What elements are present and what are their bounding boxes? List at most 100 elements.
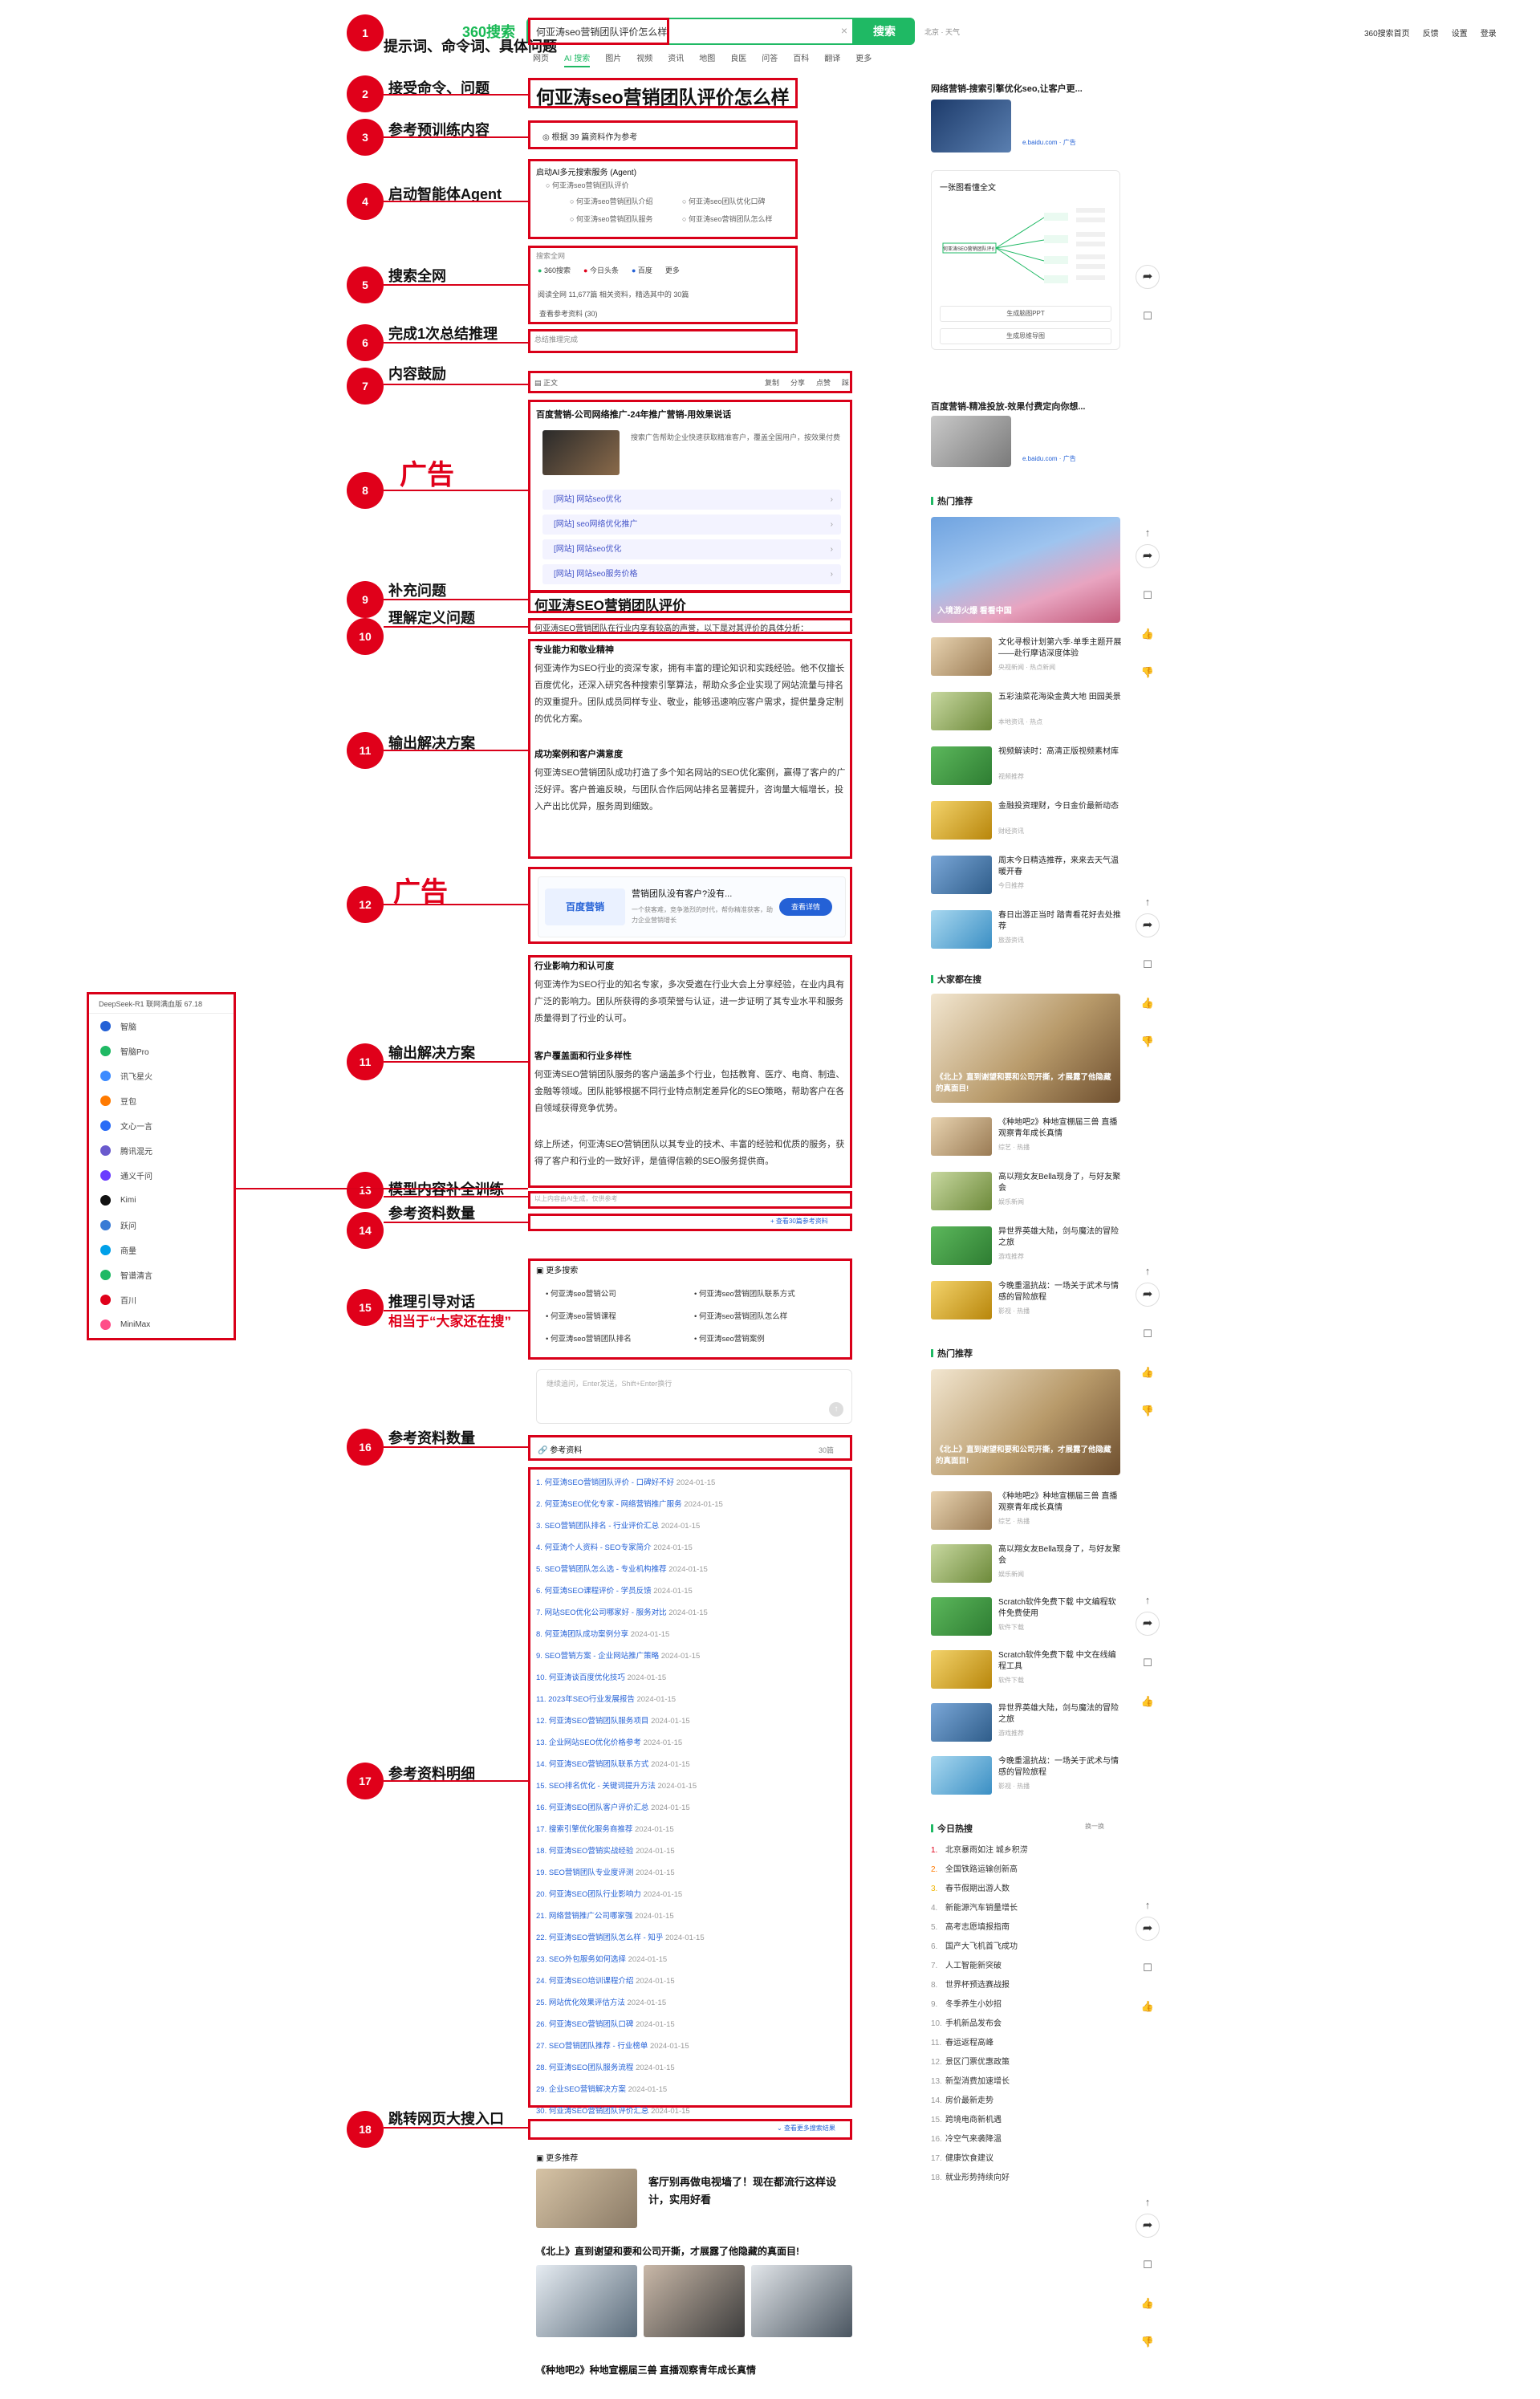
news-thumbnail[interactable] bbox=[931, 910, 992, 949]
rec-image-1[interactable] bbox=[536, 2169, 637, 2228]
news-title[interactable]: 异世界英雄大陆，剑与魔法的冒险之旅 bbox=[998, 1704, 1119, 1724]
up-arrow-icon-6[interactable]: ↑ bbox=[1144, 2196, 1151, 2208]
right-ad-card-1[interactable]: 网络营销-搜索引擎优化seo,让客户更... bbox=[931, 82, 1124, 95]
toolbar-like[interactable]: 点赞 bbox=[815, 379, 831, 387]
news-title[interactable]: 高以翔女友Bella现身了，与好友聚会 bbox=[998, 1173, 1121, 1193]
model-item[interactable]: 智脑Pro bbox=[89, 1039, 234, 1063]
bookmark-icon-4[interactable]: ☐ bbox=[1143, 1328, 1152, 1340]
ad1-title[interactable]: 百度营销-公司网络推广-24年推广营销-用效果说话 bbox=[536, 410, 732, 420]
dislike-icon-2[interactable]: 👎 bbox=[1140, 1035, 1155, 1047]
weather-info[interactable]: 北京 · 天气 bbox=[924, 28, 960, 36]
more-search-item-3[interactable]: • 何亚涛seo营销课程 bbox=[546, 1312, 616, 1321]
news-title[interactable]: 五彩油菜花海染金黄大地 田园美景 bbox=[998, 693, 1121, 701]
ref-item[interactable]: 6. 何亚涛SEO课程评价 - 学员反馈 2024-01-15 bbox=[536, 1580, 849, 1602]
today-item[interactable]: 1.北京暴雨如注 城乡积涝 bbox=[931, 1841, 1124, 1860]
news-thumbnail[interactable] bbox=[931, 1281, 992, 1319]
today-item[interactable]: 14.房价最新走势 bbox=[931, 2092, 1124, 2111]
hot-image[interactable] bbox=[931, 517, 1120, 623]
mindmap-gen-button[interactable]: 生成思维导图 bbox=[940, 328, 1111, 344]
more-search-item-5[interactable]: • 何亚涛seo营销团队排名 bbox=[546, 1335, 632, 1344]
more-search-item-2[interactable]: • 何亚涛seo营销团队联系方式 bbox=[694, 1290, 795, 1299]
news-thumbnail[interactable] bbox=[931, 1172, 992, 1210]
ref-item[interactable]: 17. 搜索引擎优化服务商推荐 2024-01-15 bbox=[536, 1819, 849, 1840]
model-panel-header[interactable]: DeepSeek-R1 联网满血版 67.18 bbox=[89, 994, 234, 1014]
today-item[interactable]: 15.跨境电商新机遇 bbox=[931, 2111, 1124, 2130]
top-link-login[interactable]: 登录 bbox=[1480, 30, 1497, 39]
ref-item[interactable]: 21. 网络营销推广公司哪家强 2024-01-15 bbox=[536, 1905, 849, 1927]
model-item[interactable]: Kimi bbox=[89, 1188, 234, 1213]
hot2-image[interactable] bbox=[931, 1369, 1120, 1475]
up-arrow-icon-2[interactable]: ↑ bbox=[1144, 896, 1151, 908]
source-more[interactable]: 更多 bbox=[664, 266, 680, 274]
news-item[interactable]: 五彩油菜花海染金黄大地 田园美景本地资讯 · 热点 bbox=[931, 692, 1124, 732]
news-thumbnail[interactable] bbox=[931, 746, 992, 785]
news-title[interactable]: 周末今日精选推荐，来来去天气温暖开春 bbox=[998, 856, 1119, 876]
news-title[interactable]: 金融投资理财，今日金价最新动态 bbox=[998, 802, 1119, 811]
up-arrow-icon-3[interactable]: ↑ bbox=[1144, 1265, 1151, 1277]
news-thumbnail[interactable] bbox=[931, 1491, 992, 1530]
today-item[interactable]: 2.全国铁路运输创新高 bbox=[931, 1860, 1124, 1880]
news-title[interactable]: 异世界英雄大陆，剑与魔法的冒险之旅 bbox=[998, 1227, 1119, 1247]
ref-item[interactable]: 11. 2023年SEO行业发展报告 2024-01-15 bbox=[536, 1689, 849, 1710]
dislike-icon-3[interactable]: 👎 bbox=[1140, 1405, 1155, 1417]
up-arrow-icon-5[interactable]: ↑ bbox=[1144, 1899, 1151, 1911]
news-item[interactable]: 文化寻根计划第六季·单季主题开展——赴行摩诘深度体验央视新闻 · 热点新闻 bbox=[931, 637, 1124, 677]
today-item[interactable]: 18.就业形势持续向好 bbox=[931, 2169, 1124, 2188]
news-thumbnail[interactable] bbox=[931, 1597, 992, 1636]
toolbar-dislike[interactable]: 踩 bbox=[841, 379, 849, 387]
ref-item[interactable]: 27. SEO营销团队推荐 - 行业榜单 2024-01-15 bbox=[536, 2035, 849, 2057]
news-title[interactable]: 高以翔女友Bella现身了，与好友聚会 bbox=[998, 1545, 1121, 1565]
ref-item[interactable]: 26. 何亚涛SEO营销团队口碑 2024-01-15 bbox=[536, 2014, 849, 2035]
today-item[interactable]: 5.高考志愿填报指南 bbox=[931, 1918, 1124, 1937]
news-thumbnail[interactable] bbox=[931, 637, 992, 676]
news-title[interactable]: 视频解读时：高清正版视频素材库 bbox=[998, 747, 1119, 756]
ref-item[interactable]: 16. 何亚涛SEO团队客户评价汇总 2024-01-15 bbox=[536, 1797, 849, 1819]
ref-item[interactable]: 24. 何亚涛SEO培训课程介绍 2024-01-15 bbox=[536, 1970, 849, 1992]
ad2-title[interactable]: 营销团队没有客户?没有... bbox=[632, 889, 733, 899]
like-icon-2[interactable]: 👍 bbox=[1140, 997, 1155, 1009]
ad2-logo[interactable]: 百度营销 bbox=[545, 888, 625, 925]
more-search-item-6[interactable]: • 何亚涛seo营销案例 bbox=[694, 1335, 765, 1344]
ref-count-button[interactable]: + 查看30篇参考资料 bbox=[770, 1218, 828, 1225]
ad1-thumbnail[interactable] bbox=[542, 430, 620, 475]
today-item[interactable]: 13.新型消费加速增长 bbox=[931, 2072, 1124, 2092]
today-item[interactable]: 8.世界杯预选赛战报 bbox=[931, 1976, 1124, 1995]
news-title[interactable]: 今晚重温抗战：一场关于武术与情感的冒险旅程 bbox=[998, 1282, 1119, 1302]
model-item[interactable]: 智脑 bbox=[89, 1014, 234, 1039]
tab-video[interactable]: 视频 bbox=[636, 55, 653, 63]
rec-item-3[interactable]: 《种地吧2》种地宣棚届三兽 直播观察青年成长真情 bbox=[536, 2364, 757, 2376]
clear-icon[interactable]: × bbox=[840, 24, 847, 37]
today-item[interactable]: 9.冬季养生小妙招 bbox=[931, 1995, 1124, 2015]
ad1-row-2[interactable]: [网站] seo网络优化推广 bbox=[542, 514, 841, 535]
news-thumbnail[interactable] bbox=[931, 1544, 992, 1583]
like-icon-6[interactable]: 👍 bbox=[1140, 2297, 1155, 2309]
ref-item[interactable]: 5. SEO营销团队怎么选 - 专业机构推荐 2024-01-15 bbox=[536, 1559, 849, 1580]
news-item[interactable]: 《种地吧2》种地宣棚届三兽 直播观察青年成长真情综艺 · 热播 bbox=[931, 1491, 1124, 1531]
today-item[interactable]: 10.手机新品发布会 bbox=[931, 2015, 1124, 2034]
site-logo[interactable]: 360搜索 bbox=[462, 24, 516, 40]
model-item[interactable]: 腾讯混元 bbox=[89, 1138, 234, 1163]
rec-image-3[interactable] bbox=[644, 2265, 745, 2337]
today-item[interactable]: 3.春节假期出游人数 bbox=[931, 1880, 1124, 1899]
search-box[interactable]: × bbox=[526, 18, 854, 45]
tab-more[interactable]: 更多 bbox=[855, 55, 872, 63]
right-ad-card-2[interactable]: 百度营销-精准投放-效果付费定向你想... bbox=[931, 400, 1124, 413]
today-item[interactable]: 4.新能源汽车销量增长 bbox=[931, 1899, 1124, 1918]
news-thumbnail[interactable] bbox=[931, 801, 992, 840]
tab-map[interactable]: 地图 bbox=[699, 55, 716, 63]
ref-item[interactable]: 8. 何亚涛团队成功案例分享 2024-01-15 bbox=[536, 1624, 849, 1645]
ref-item[interactable]: 22. 何亚涛SEO营销团队怎么样 - 知乎 2024-01-15 bbox=[536, 1927, 849, 1949]
today-action[interactable]: 换一换 bbox=[1085, 1823, 1104, 1830]
news-item[interactable]: 春日出游正当时 踏青看花好去处推荐旅游资讯 bbox=[931, 910, 1124, 950]
news-title[interactable]: Scratch软件免费下载 中文编程软件免费使用 bbox=[998, 1598, 1116, 1618]
ad1-row-4[interactable]: [网站] 网站seo服务价格 bbox=[542, 564, 841, 584]
model-item[interactable]: 百川 bbox=[89, 1287, 234, 1312]
up-arrow-icon[interactable]: ↑ bbox=[1144, 527, 1151, 539]
ref-item[interactable]: 15. SEO排名优化 - 关键词提升方法 2024-01-15 bbox=[536, 1775, 849, 1797]
search-footer[interactable]: 查看参考资料 (30) bbox=[539, 310, 598, 318]
bookmark-icon-2[interactable]: ☐ bbox=[1143, 589, 1152, 601]
toolbar-copy[interactable]: 复制 bbox=[764, 379, 779, 387]
up-arrow-icon-4[interactable]: ↑ bbox=[1144, 1594, 1151, 1606]
model-item[interactable]: 豆包 bbox=[89, 1088, 234, 1113]
news-title[interactable]: 文化寻根计划第六季·单季主题开展——赴行摩诘深度体验 bbox=[998, 638, 1122, 658]
